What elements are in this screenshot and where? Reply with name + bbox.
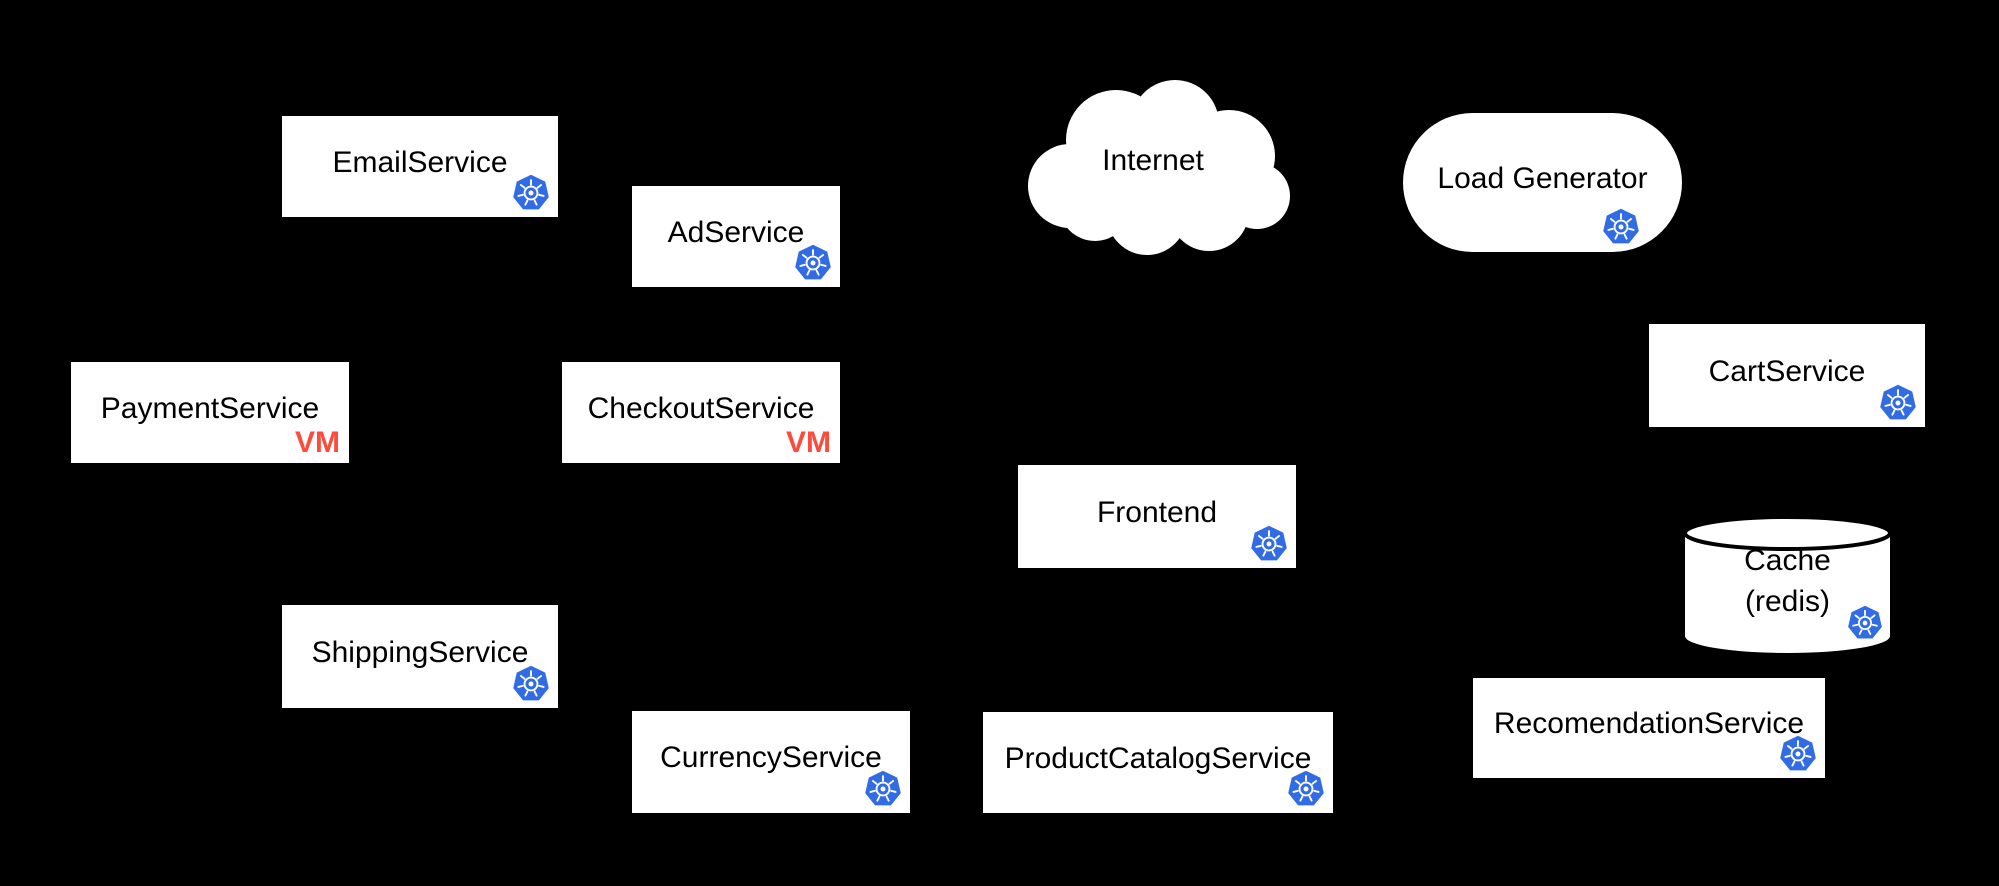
node-label: CheckoutService [587, 391, 815, 425]
node-label: EmailService [332, 145, 508, 179]
vm-badge: VM [295, 426, 340, 459]
kubernetes-icon [1847, 605, 1883, 641]
kubernetes-icon [1287, 770, 1325, 808]
cache-label-line1: Cache [1744, 544, 1831, 577]
kubernetes-icon [864, 770, 902, 808]
node-label: RecomendationService [1493, 707, 1805, 740]
node-payment-service: PaymentService VM [71, 362, 349, 463]
node-label: Load Generator [1437, 161, 1648, 195]
kubernetes-icon [512, 665, 550, 703]
node-currency-service: CurrencyService [632, 711, 910, 813]
node-label: PaymentService [100, 391, 320, 425]
kubernetes-icon [1779, 735, 1817, 773]
node-label: Internet [1102, 144, 1204, 177]
node-product-catalog-service: ProductCatalogService [983, 712, 1333, 813]
node-cart-service: CartService [1649, 324, 1925, 427]
kubernetes-icon [512, 174, 550, 212]
vm-badge: VM [786, 426, 831, 459]
node-label: AdService [667, 215, 805, 249]
node-cache-redis: Cache (redis) [1682, 514, 1893, 657]
node-label: ShippingService [311, 635, 529, 669]
node-label: CartService [1708, 354, 1866, 388]
node-email-service: EmailService [282, 116, 558, 217]
node-ad-service: AdService [632, 186, 840, 287]
node-checkout-service: CheckoutService VM [562, 362, 840, 463]
node-label: Frontend [1096, 495, 1218, 529]
node-label: ProductCatalogService [1004, 741, 1312, 775]
cloud-shape [1028, 80, 1290, 255]
cylinder-shape [1683, 515, 1892, 653]
node-load-generator: Load Generator [1403, 113, 1682, 252]
node-shipping-service: ShippingService [282, 605, 558, 708]
kubernetes-icon [1879, 384, 1917, 422]
node-label: Cache (redis) [1744, 540, 1831, 622]
kubernetes-icon [1602, 208, 1640, 246]
node-label: CurrencyService [660, 741, 882, 774]
cache-label-line2: (redis) [1744, 585, 1830, 618]
node-internet: Internet [1013, 78, 1293, 256]
node-recomendation-service: RecomendationService [1473, 678, 1825, 778]
node-frontend: Frontend [1018, 465, 1296, 568]
kubernetes-icon [1250, 525, 1288, 563]
kubernetes-icon [794, 244, 832, 282]
